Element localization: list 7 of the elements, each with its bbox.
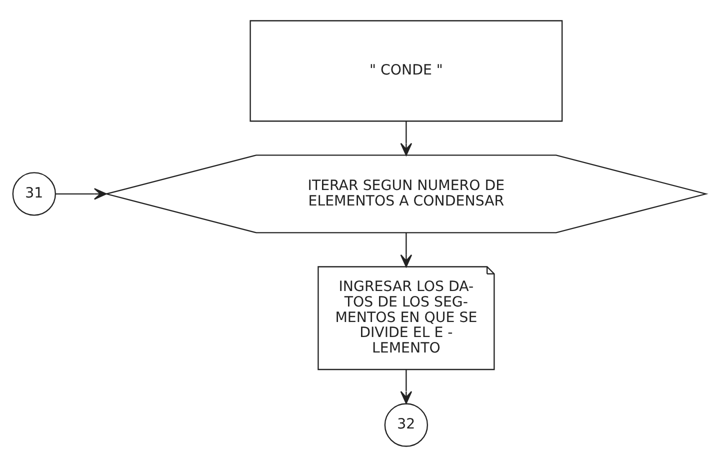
node-circle: 31	[12, 172, 56, 216]
arrow	[400, 121, 412, 156]
node-box: " CONDE "	[250, 20, 563, 122]
arrow	[400, 232, 412, 268]
arrow	[56, 188, 107, 200]
node-circle: 32	[384, 403, 428, 447]
arrow	[400, 370, 412, 404]
